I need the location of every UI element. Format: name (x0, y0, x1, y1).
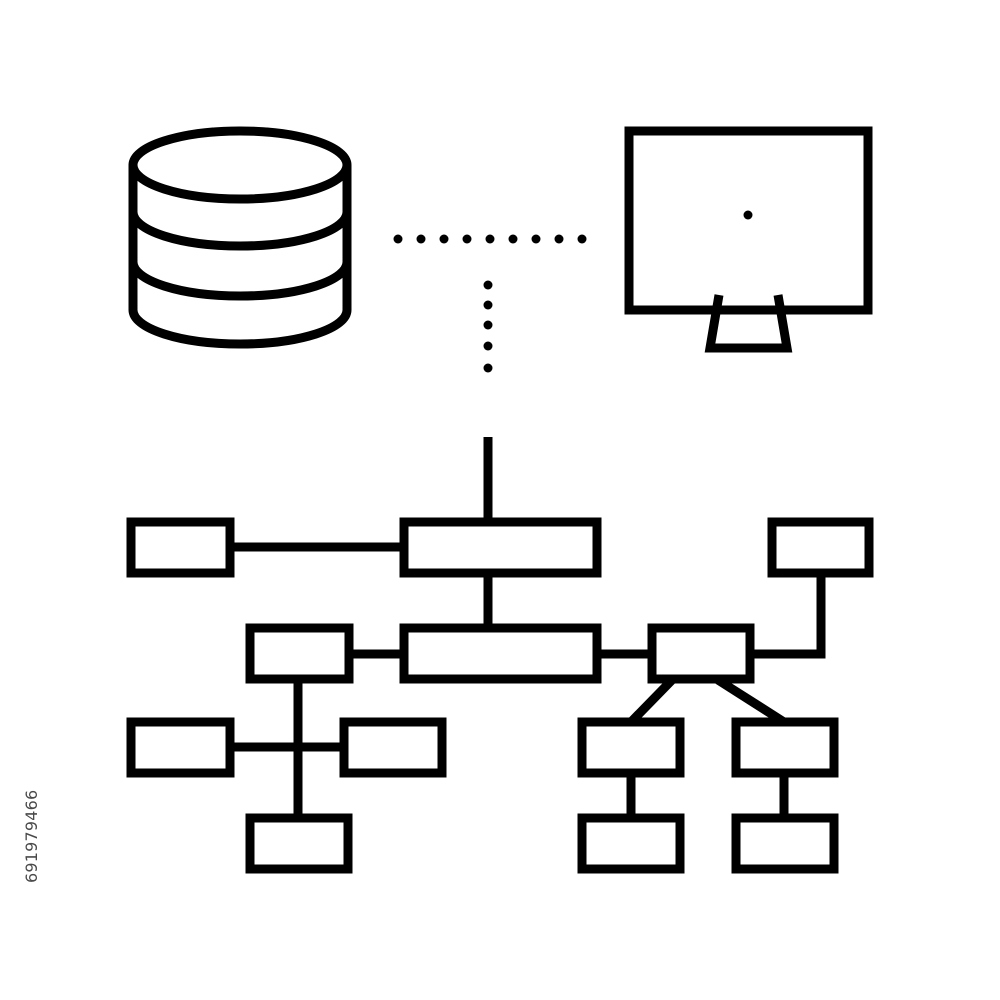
monitor-icon (624, 126, 873, 353)
node-left-bottom (245, 813, 353, 874)
node-fork-right-bottom (731, 813, 839, 874)
monitor-center-dot (743, 210, 753, 220)
database-band-1 (128, 211, 352, 251)
node-left-cross-left (126, 717, 235, 778)
node-left-top (126, 517, 235, 578)
monitor-screen (624, 126, 873, 315)
database-icon (128, 126, 352, 349)
node-right-mid (647, 623, 755, 684)
database-bottom-edge (128, 309, 352, 349)
connector-fork-right (715, 676, 787, 726)
dotted-horizontal-link (393, 234, 587, 244)
monitor-stand (704, 294, 793, 353)
hierarchy-nodes (126, 517, 874, 874)
node-fork-left (577, 717, 685, 778)
node-left-cross-right (339, 717, 447, 778)
node-left-mid (245, 623, 354, 684)
node-fork-right (731, 717, 839, 778)
dotted-vertical-link (483, 280, 493, 373)
node-center-mid (399, 623, 602, 684)
hierarchy-connectors (230, 437, 826, 818)
connector-far-right (750, 573, 826, 659)
node-fork-left-bottom (577, 813, 685, 874)
node-right-top (767, 517, 874, 578)
dotted-links (393, 210, 753, 373)
node-center-top (399, 517, 602, 578)
stock-id-text: 691979466 (22, 789, 41, 883)
database-band-2 (128, 261, 352, 301)
connector-fork-left (627, 676, 676, 726)
database-top-disk (128, 126, 352, 204)
